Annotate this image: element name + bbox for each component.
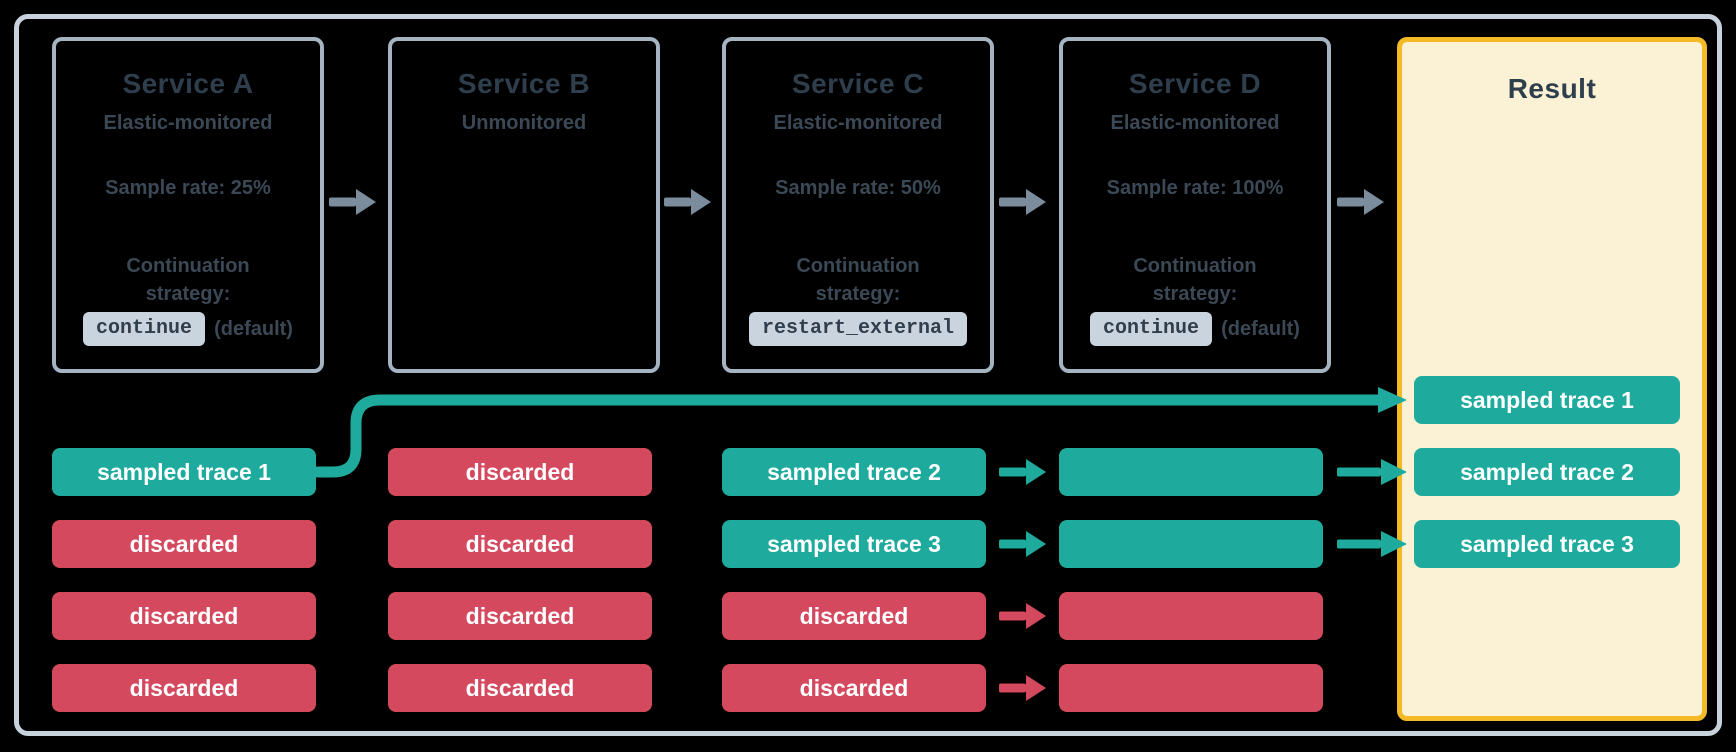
service-b-subtitle: Unmonitored: [461, 112, 587, 134]
service-c-sample-rate: Sample rate: 50%: [775, 177, 941, 199]
trace-c-row2: sampled trace 3: [722, 520, 986, 568]
service-c-continuation-line1: Continuation: [796, 255, 920, 277]
trace-b-row4: discarded: [388, 664, 652, 712]
service-d-strategy-row: continue (default): [1063, 312, 1327, 346]
service-b-title: Service B: [457, 68, 591, 99]
service-a-title: Service A: [122, 68, 254, 99]
service-box-b: Service B Unmonitored: [388, 37, 660, 373]
service-c-strategy-code: restart_external: [748, 312, 968, 346]
service-d-strategy-code: continue: [1090, 312, 1213, 346]
service-box-d: Service D Elastic-monitored Sample rate:…: [1059, 37, 1331, 373]
service-d-continuation-line1: Continuation: [1133, 255, 1257, 277]
service-a-strategy-row: continue (default): [56, 312, 320, 346]
result-pill-sampled-trace-2: sampled trace 2: [1414, 448, 1680, 496]
trace-d-row3: [1059, 592, 1323, 640]
trace-c-row4: discarded: [722, 664, 986, 712]
diagram-outer-frame: [14, 14, 1722, 736]
service-a-continuation-line2: strategy:: [145, 283, 231, 305]
trace-a-row1: sampled trace 1: [52, 448, 316, 496]
service-a-strategy-suffix: (default): [214, 317, 293, 340]
service-d-strategy-suffix: (default): [1221, 317, 1300, 340]
trace-a-row2: discarded: [52, 520, 316, 568]
result-pill-sampled-trace-3: sampled trace 3: [1414, 520, 1680, 568]
service-a-subtitle: Elastic-monitored: [103, 112, 273, 134]
service-d-title: Service D: [1128, 68, 1262, 99]
service-d-sample-rate: Sample rate: 100%: [1106, 177, 1284, 199]
trace-d-row1: [1059, 448, 1323, 496]
trace-c-row3: discarded: [722, 592, 986, 640]
trace-d-row4: [1059, 664, 1323, 712]
result-box: Result sampled trace 1 sampled trace 2 s…: [1397, 37, 1707, 721]
trace-b-row1: discarded: [388, 448, 652, 496]
service-a-continuation-line1: Continuation: [126, 255, 250, 277]
result-pill-sampled-trace-1: sampled trace 1: [1414, 376, 1680, 424]
trace-c-row1: sampled trace 2: [722, 448, 986, 496]
trace-b-row3: discarded: [388, 592, 652, 640]
service-d-continuation-line2: strategy:: [1152, 283, 1238, 305]
trace-a-row4: discarded: [52, 664, 316, 712]
service-c-strategy-row: restart_external: [726, 312, 990, 346]
service-box-c: Service C Elastic-monitored Sample rate:…: [722, 37, 994, 373]
result-title: Result: [1507, 73, 1597, 104]
service-d-subtitle: Elastic-monitored: [1110, 112, 1280, 134]
trace-b-row2: discarded: [388, 520, 652, 568]
service-a-sample-rate: Sample rate: 25%: [105, 177, 271, 199]
service-c-subtitle: Elastic-monitored: [773, 112, 943, 134]
service-box-a: Service A Elastic-monitored Sample rate:…: [52, 37, 324, 373]
service-a-strategy-code: continue: [83, 312, 206, 346]
trace-a-row3: discarded: [52, 592, 316, 640]
service-c-continuation-line2: strategy:: [815, 283, 901, 305]
trace-d-row2: [1059, 520, 1323, 568]
service-c-title: Service C: [791, 68, 925, 99]
